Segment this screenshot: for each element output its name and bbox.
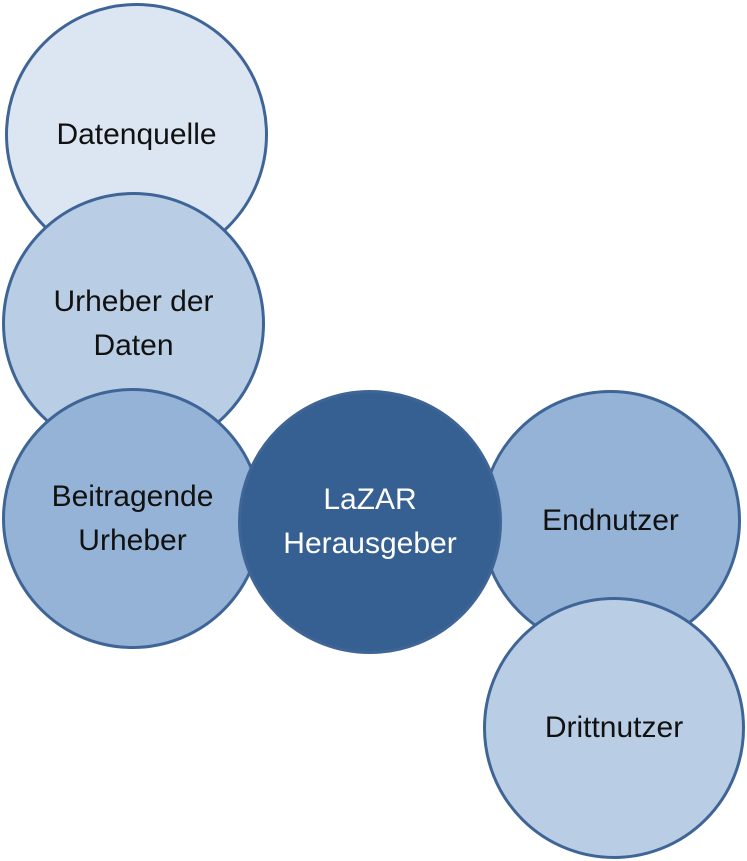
node-label-line: Endnutzer xyxy=(542,503,679,537)
node-label-line: Beitragende xyxy=(51,479,214,513)
node-label-line: Daten xyxy=(93,328,174,362)
node-label: LaZAR Herausgeber xyxy=(273,478,466,566)
node-drittnutzer: Drittnutzer xyxy=(483,597,745,859)
node-label: Urheber der Daten xyxy=(43,280,223,368)
node-label-line: LaZAR xyxy=(323,483,417,516)
node-label-line: Datenquelle xyxy=(56,117,217,151)
node-label: Datenquelle xyxy=(46,113,226,157)
node-label-line: Herausgeber xyxy=(283,527,457,560)
node-label: Beitragende Urheber xyxy=(42,475,224,563)
node-label: Endnutzer xyxy=(532,499,689,543)
node-label-line: Drittnutzer xyxy=(544,711,684,744)
node-label-line: Urheber der xyxy=(53,284,214,318)
node-label-line: Urheber xyxy=(78,523,187,557)
node-lazar-herausgeber: LaZAR Herausgeber xyxy=(238,390,502,654)
node-label: Drittnutzer xyxy=(535,706,693,750)
node-beitragende-urheber: Beitragende Urheber xyxy=(2,388,263,649)
